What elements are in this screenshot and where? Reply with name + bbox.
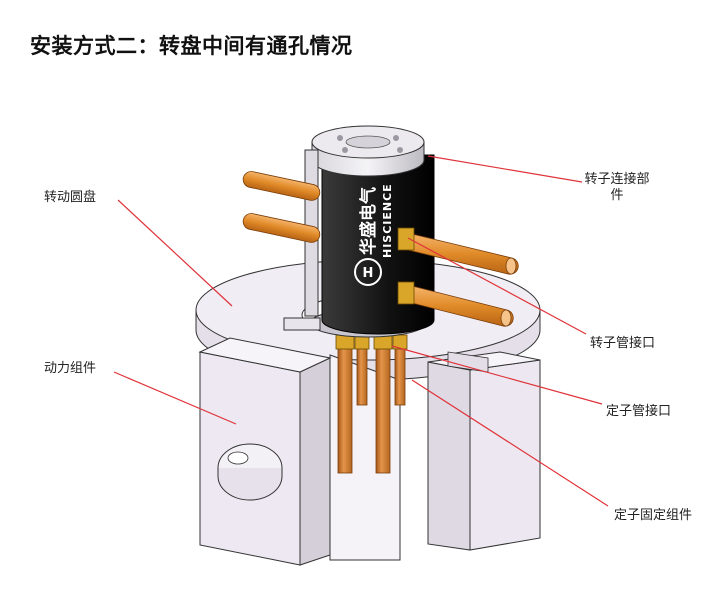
leader-rotor-tube-port	[407, 237, 587, 335]
svg-text:H: H	[363, 266, 374, 281]
label-stator-tube-port: 定子管接口	[606, 404, 672, 419]
brand-logo: H 华盛电气 HISCIENCE	[354, 183, 394, 286]
label-rotor-tube-port: 转子管接口	[590, 336, 656, 351]
label-rotating-disc: 转动圆盘	[44, 190, 97, 205]
page-title: 安装方式二：转盘中间有通孔情况	[30, 34, 353, 58]
stator-fixing-bracket	[198, 337, 541, 566]
rotor-copper-tubes	[242, 171, 519, 327]
leader-rotor-connector	[427, 155, 583, 183]
leader-power-assembly	[113, 371, 237, 425]
label-rotor-connector: 转子连接部 件	[578, 172, 656, 204]
slip-ring-body: H 华盛电气 HISCIENCE	[283, 125, 435, 338]
leader-stator-fixing	[411, 379, 609, 507]
brand-chinese: 华盛电气	[358, 187, 379, 255]
leader-lines	[113, 155, 609, 507]
label-power-assembly: 动力组件	[44, 361, 97, 376]
stator-copper-tubes	[335, 334, 408, 474]
label-rotor-connector-line2: 件	[610, 188, 624, 203]
leader-rotating-disc	[117, 199, 233, 307]
brand-latin: HISCIENCE	[381, 183, 394, 258]
label-stator-fixing-assembly: 定子固定组件	[614, 508, 693, 523]
leader-stator-tube-port	[391, 345, 603, 405]
label-rotor-connector-line1: 转子连接部	[584, 172, 650, 187]
